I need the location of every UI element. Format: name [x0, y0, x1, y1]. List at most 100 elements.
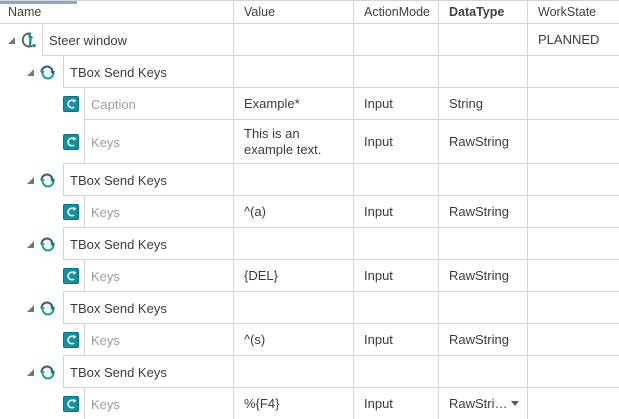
- refresh-square-icon: [63, 332, 79, 348]
- name-cell[interactable]: TBox Send Keys: [0, 356, 233, 388]
- sync-arrows-icon: [39, 364, 56, 381]
- name-cell[interactable]: Caption: [0, 88, 233, 120]
- refresh-square-icon: [63, 134, 79, 150]
- step-name-label: TBox Send Keys: [63, 356, 233, 388]
- datatype-cell[interactable]: [438, 228, 527, 260]
- active-tab-accent-line: [0, 1, 77, 4]
- workstate-cell[interactable]: [527, 356, 619, 388]
- workstate-cell[interactable]: [527, 56, 619, 88]
- datatype-cell[interactable]: [438, 24, 527, 56]
- workstate-cell[interactable]: [527, 324, 619, 356]
- row-separator: [63, 355, 233, 356]
- actionmode-cell[interactable]: Input: [353, 388, 438, 419]
- actionmode-cell[interactable]: [353, 292, 438, 324]
- actionmode-cell[interactable]: [353, 164, 438, 196]
- workstate-cell[interactable]: [527, 164, 619, 196]
- actionmode-cell[interactable]: Input: [353, 196, 438, 228]
- workstate-cell[interactable]: [527, 260, 619, 292]
- value-cell[interactable]: {DEL}: [233, 260, 353, 292]
- name-cell[interactable]: TBox Send Keys: [0, 164, 233, 196]
- param-name-label: Keys: [84, 120, 233, 164]
- sync-arrows-icon: [39, 172, 56, 189]
- value-cell[interactable]: [233, 24, 353, 56]
- datatype-cell[interactable]: [438, 56, 527, 88]
- datatype-cell[interactable]: RawString: [438, 196, 527, 228]
- datatype-cell[interactable]: RawString: [438, 260, 527, 292]
- name-cell[interactable]: Keys: [0, 260, 233, 292]
- param-name-label: Keys: [84, 196, 233, 228]
- name-cell[interactable]: TBox Send Keys: [0, 56, 233, 88]
- expander-icon[interactable]: [27, 68, 34, 76]
- workstate-cell[interactable]: [527, 120, 619, 164]
- name-cell[interactable]: TBox Send Keys: [0, 292, 233, 324]
- name-cell[interactable]: Keys: [0, 388, 233, 419]
- name-cell[interactable]: Keys: [0, 120, 233, 164]
- tree-row-tbox-send-keys: TBox Send Keys: [0, 356, 619, 388]
- refresh-square-icon: [63, 96, 79, 112]
- value-cell[interactable]: Example*: [233, 88, 353, 120]
- name-cell[interactable]: TBox Send Keys: [0, 228, 233, 260]
- value-cell[interactable]: [233, 292, 353, 324]
- row-separator: [42, 55, 233, 56]
- expander-icon[interactable]: [27, 368, 34, 376]
- actionmode-cell[interactable]: [353, 56, 438, 88]
- row-separator: [84, 119, 233, 120]
- actionmode-cell[interactable]: Input: [353, 324, 438, 356]
- name-cell[interactable]: Steer window: [0, 24, 233, 56]
- expander-icon[interactable]: [27, 176, 34, 184]
- tree-row-param: Keys ^(a) Input RawString: [0, 196, 619, 228]
- datatype-cell[interactable]: RawStri…: [438, 388, 527, 419]
- datatype-cell[interactable]: [438, 164, 527, 196]
- workstate-cell[interactable]: [527, 388, 619, 419]
- value-cell[interactable]: [233, 228, 353, 260]
- param-name-label: Keys: [84, 388, 233, 419]
- tree-row-tbox-send-keys: TBox Send Keys: [0, 228, 619, 260]
- row-separator: [63, 387, 233, 388]
- value-cell[interactable]: [233, 56, 353, 88]
- datatype-value-truncated: RawStri…: [449, 396, 508, 411]
- refresh-square-icon: [63, 204, 79, 220]
- actionmode-cell[interactable]: Input: [353, 120, 438, 164]
- column-header-actionmode[interactable]: ActionMode: [353, 1, 438, 24]
- dropdown-caret-icon[interactable]: [511, 401, 519, 406]
- value-cell[interactable]: This is an example text.: [233, 120, 353, 164]
- column-header-workstate[interactable]: WorkState: [527, 1, 619, 24]
- column-header-name[interactable]: Name: [0, 1, 233, 24]
- column-header-datatype[interactable]: DataType: [438, 1, 527, 24]
- datatype-cell[interactable]: RawString: [438, 324, 527, 356]
- value-cell[interactable]: %{F4}: [233, 388, 353, 419]
- expander-icon[interactable]: [27, 240, 34, 248]
- value-cell[interactable]: [233, 356, 353, 388]
- workstate-cell[interactable]: [527, 292, 619, 324]
- name-cell[interactable]: Keys: [0, 196, 233, 228]
- param-name-label: Keys: [84, 324, 233, 356]
- datatype-cell[interactable]: RawString: [438, 120, 527, 164]
- row-separator: [63, 291, 233, 292]
- actionmode-cell[interactable]: [353, 228, 438, 260]
- workstate-cell[interactable]: [527, 228, 619, 260]
- step-name-label: TBox Send Keys: [63, 56, 233, 88]
- actionmode-cell[interactable]: Input: [353, 260, 438, 292]
- step-name-label: TBox Send Keys: [63, 164, 233, 196]
- expander-icon[interactable]: [8, 36, 15, 44]
- name-cell[interactable]: Keys: [0, 324, 233, 356]
- value-cell[interactable]: ^(a): [233, 196, 353, 228]
- tree-row-param: Keys %{F4} Input RawStri…: [0, 388, 619, 419]
- expander-icon[interactable]: [27, 304, 34, 312]
- param-name-label: Keys: [84, 260, 233, 292]
- workstate-cell[interactable]: PLANNED: [527, 24, 619, 56]
- datatype-cell[interactable]: [438, 356, 527, 388]
- step-name-label: TBox Send Keys: [63, 228, 233, 260]
- sync-arrows-icon: [39, 64, 56, 81]
- datatype-cell[interactable]: String: [438, 88, 527, 120]
- param-name-label: Caption: [84, 88, 233, 120]
- value-cell[interactable]: ^(s): [233, 324, 353, 356]
- column-header-value[interactable]: Value: [233, 1, 353, 24]
- datatype-cell[interactable]: [438, 292, 527, 324]
- workstate-cell[interactable]: [527, 88, 619, 120]
- actionmode-cell[interactable]: [353, 24, 438, 56]
- workstate-cell[interactable]: [527, 196, 619, 228]
- actionmode-cell[interactable]: Input: [353, 88, 438, 120]
- actionmode-cell[interactable]: [353, 356, 438, 388]
- value-cell[interactable]: [233, 164, 353, 196]
